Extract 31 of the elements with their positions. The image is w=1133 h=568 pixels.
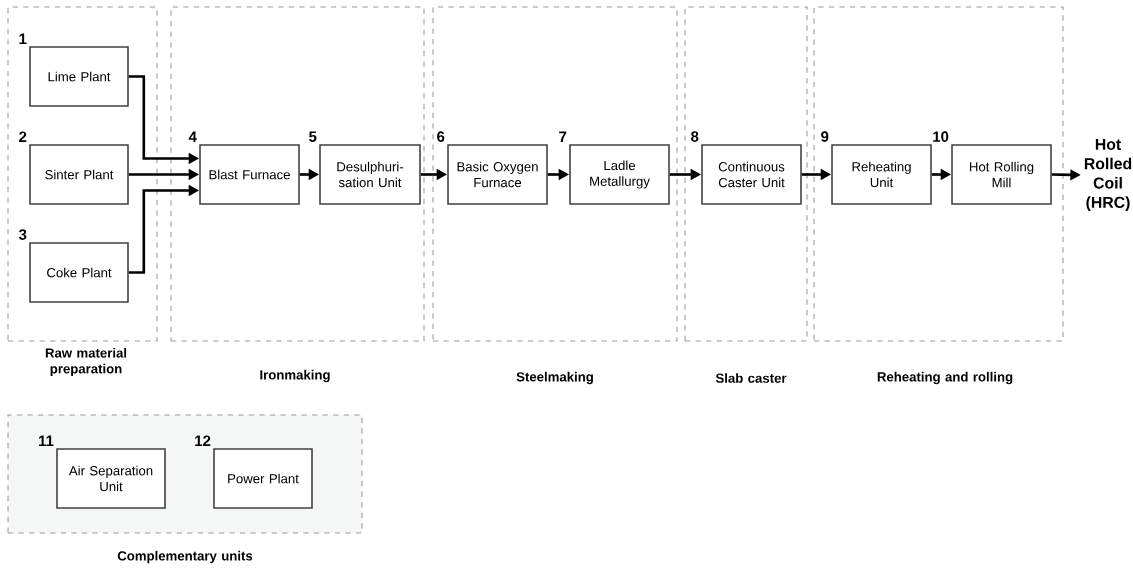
process-box: Reheating Unit: [831, 144, 932, 205]
process-box: Hot Rolling Mill: [951, 144, 1052, 205]
group-heading: Reheating and rolling: [877, 371, 1013, 385]
process-box: Lime Plant: [29, 46, 129, 107]
process-box: Sinter Plant: [29, 144, 129, 205]
process-box: Air Separation Unit: [56, 448, 166, 509]
group-heading: Steelmaking: [516, 371, 593, 385]
callout-number: 9: [821, 131, 829, 142]
process-box: Desulphuri-sation Unit: [319, 144, 421, 205]
callout-number: 10: [933, 131, 949, 142]
process-box: Blast Furnace: [199, 144, 300, 205]
product-label: Hot Rolled Coil (HRC): [1084, 138, 1132, 212]
callout-number: 8: [691, 131, 699, 142]
callout-number: 2: [19, 131, 27, 142]
process-box: Ladle Metallurgy: [569, 144, 670, 205]
group-heading: Ironmaking: [260, 369, 330, 383]
group-heading: Raw material preparation: [45, 347, 127, 377]
callout-number: 1: [19, 33, 27, 44]
callout-number: 6: [437, 131, 445, 142]
process-box: Power Plant: [213, 448, 313, 509]
group-heading: Complementary units: [117, 550, 253, 564]
callout-number: 5: [309, 131, 317, 142]
callout-number: 4: [188, 131, 197, 142]
callout-number: 7: [559, 131, 567, 142]
callout-number: 12: [195, 435, 211, 446]
group-heading: Slab caster: [715, 373, 787, 383]
callout-number: 11: [39, 435, 54, 446]
process-box: Continuous Caster Unit: [701, 144, 802, 205]
process-box: Coke Plant: [29, 242, 129, 303]
callout-number: 3: [18, 229, 27, 240]
process-box: Basic Oxygen Furnace: [447, 144, 548, 205]
